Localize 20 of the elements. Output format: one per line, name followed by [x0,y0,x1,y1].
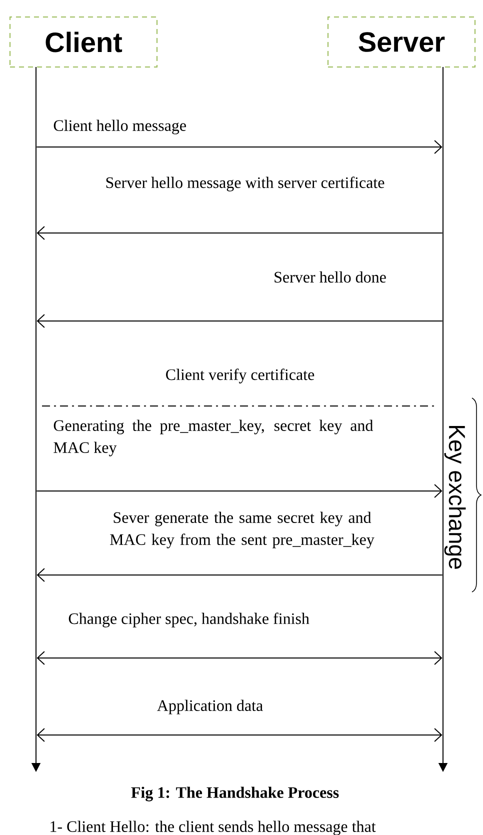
message-label: Sever generate the same secret key and MAC key from the sent pre_master_key [110,512,374,548]
message-arrow [36,651,442,665]
message-label: Application data [157,700,263,714]
message-label: Change cipher spec, handshake finish [68,612,310,628]
message-arrow [36,728,442,742]
participant-box: Server [328,16,476,68]
bracket-label: Key exchange [444,426,466,569]
message-label: Server hello message with server certificate [106,176,384,192]
message-arrow [36,140,442,154]
body-text: 1- Client Hello: the client sends hello message that [50,820,376,835]
message-arrow [36,226,443,240]
message-arrow [36,568,443,582]
caption: Fig 1: The Handshake Process [131,786,339,802]
participant-box: Client [10,16,158,68]
message-arrow [36,314,443,328]
note-text: Client verify certificate [166,368,314,384]
message-label: Client hello message [54,120,186,134]
message-label: Generating the pre_master_key, secret key and MAC key [54,420,374,456]
message-label: Server hello done [274,271,386,283]
message-arrow [36,484,442,498]
